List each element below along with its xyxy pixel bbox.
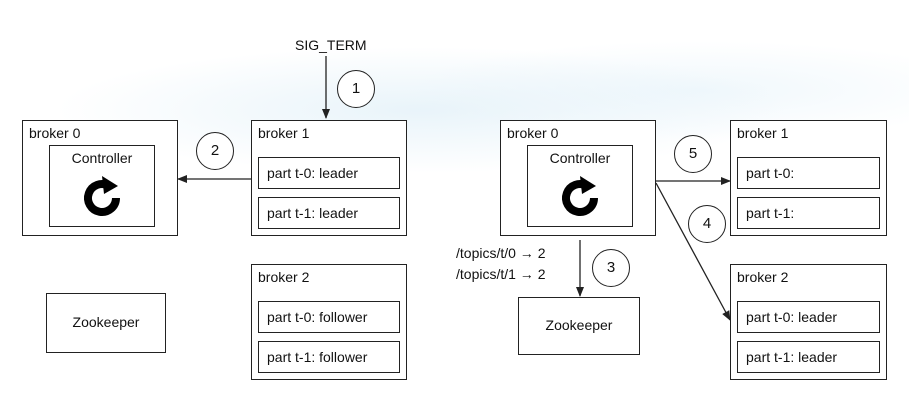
step-3-circle: 3 xyxy=(592,249,630,287)
zk-write-line-2: /topics/t/1 → 2 xyxy=(456,266,546,282)
controller-label: Controller xyxy=(549,150,611,166)
left-broker-0: broker 0 Controller xyxy=(22,120,178,236)
partition-t1: part t-1: leader xyxy=(258,197,400,229)
step-2-label: 2 xyxy=(210,142,220,159)
step-1-circle: 1 xyxy=(337,70,375,108)
broker-title: broker 2 xyxy=(258,269,310,285)
step-4-circle: 4 xyxy=(688,205,726,243)
partition-t0: part t-0: xyxy=(737,157,880,189)
zk-write-line-1: /topics/t/0 → 2 xyxy=(456,245,546,261)
sigterm-label: SIG_TERM xyxy=(295,37,367,53)
step-5-label: 5 xyxy=(688,145,698,162)
controller-box: Controller xyxy=(49,145,155,227)
step-1-label: 1 xyxy=(351,80,361,97)
step-5-circle: 5 xyxy=(674,135,712,173)
zookeeper-label: Zookeeper xyxy=(545,317,613,333)
right-zookeeper: Zookeeper xyxy=(518,297,640,355)
refresh-cycle-icon xyxy=(84,176,120,217)
controller-box: Controller xyxy=(527,145,633,227)
partition-t0: part t-0: follower xyxy=(258,301,400,333)
left-broker-1: broker 1 part t-0: leader part t-1: lead… xyxy=(251,120,407,236)
partition-t0: part t-0: leader xyxy=(258,157,400,189)
right-broker-2: broker 2 part t-0: leader part t-1: lead… xyxy=(730,264,887,380)
step-4-label: 4 xyxy=(702,215,712,232)
zookeeper-label: Zookeeper xyxy=(72,314,140,330)
to-broker2-arrow xyxy=(655,182,731,321)
left-broker-2: broker 2 part t-0: follower part t-1: fo… xyxy=(251,264,407,380)
step-3-label: 3 xyxy=(606,259,616,276)
broker-title: broker 2 xyxy=(737,269,789,285)
partition-t1: part t-1: follower xyxy=(258,341,400,373)
right-broker-1: broker 1 part t-0: part t-1: xyxy=(730,120,887,236)
left-zookeeper: Zookeeper xyxy=(46,293,166,353)
broker-title: broker 1 xyxy=(737,125,789,141)
broker-title: broker 1 xyxy=(258,125,310,141)
right-broker-0: broker 0 Controller xyxy=(500,120,656,236)
step-2-circle: 2 xyxy=(196,132,234,170)
refresh-cycle-icon xyxy=(562,176,598,217)
partition-t1: part t-1: xyxy=(737,197,880,229)
broker-title: broker 0 xyxy=(507,125,559,141)
partition-t0: part t-0: leader xyxy=(737,301,880,333)
broker-title: broker 0 xyxy=(29,125,81,141)
partition-t1: part t-1: leader xyxy=(737,341,880,373)
controller-label: Controller xyxy=(71,150,133,166)
